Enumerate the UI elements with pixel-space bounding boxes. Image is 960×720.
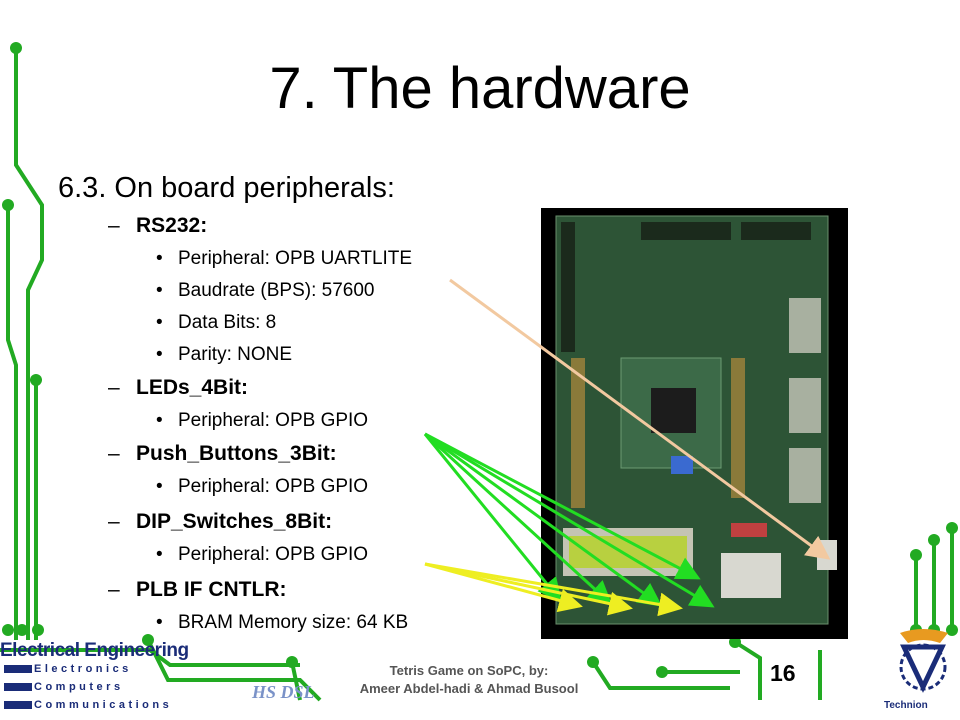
section-rs232: –RS232: [108, 214, 207, 238]
bullet-item: • Peripheral: OPB UARTLITE [156, 248, 412, 270]
section-heading: LEDs_4Bit: [136, 376, 249, 399]
dip-switch-arrows [424, 562, 683, 617]
dept-label: Electronics [34, 663, 132, 675]
section-heading: Push_Buttons_3Bit: [136, 442, 337, 465]
bullet-icon: • [156, 344, 163, 365]
bullet-text: Data Bits: 8 [178, 312, 277, 333]
bullet-text: Peripheral: OPB UARTLITE [178, 248, 413, 269]
bullet-icon: • [156, 544, 163, 565]
bullet-text: Peripheral: OPB GPIO [178, 410, 369, 431]
bullet-icon: • [156, 312, 163, 333]
bullet-text: Peripheral: OPB GPIO [178, 544, 369, 565]
bullet-item: • Parity: NONE [156, 344, 292, 366]
dept-communications: Communications [4, 699, 172, 711]
dash-marker: – [108, 214, 120, 237]
bullet-text: BRAM Memory size: 64 KB [178, 612, 409, 633]
rs232-arrow [449, 278, 831, 560]
dash-marker: – [108, 442, 120, 465]
bullet-text: Baudrate (BPS): 57600 [178, 280, 375, 301]
slide-number: 16 [770, 660, 796, 686]
bullet-icon: • [156, 280, 163, 301]
slide-subtitle: 6.3. On board peripherals: [58, 172, 395, 204]
dept-label: Computers [34, 681, 124, 693]
hs-dsl-logo: HS DSL [252, 682, 315, 702]
section-leds: –LEDs_4Bit: [108, 376, 248, 400]
bullet-icon: • [156, 248, 163, 269]
dash-marker: – [108, 510, 120, 533]
bullet-item: • Baudrate (BPS): 57600 [156, 280, 374, 302]
section-dip-switches: –DIP_Switches_8Bit: [108, 510, 332, 534]
bullet-icon: • [156, 410, 163, 431]
fpga-board-photo [541, 208, 848, 639]
section-heading: DIP_Switches_8Bit: [136, 510, 333, 533]
section-push-buttons: –Push_Buttons_3Bit: [108, 442, 337, 466]
section-plb-if: –PLB IF CNTLR: [108, 578, 286, 602]
dash-marker: – [108, 578, 120, 601]
electrical-engineering-logo-title: Electrical Engineering [0, 640, 189, 661]
bullet-text: Peripheral: OPB GPIO [178, 476, 369, 497]
dept-electronics: Electronics [4, 663, 132, 675]
bullet-item: • Peripheral: OPB GPIO [156, 544, 368, 566]
bullet-item: • Data Bits: 8 [156, 312, 276, 334]
bullet-text: Parity: NONE [178, 344, 293, 365]
led-button-arrows [423, 432, 715, 608]
footer-credits: Tetris Game on SoPC, by: Ameer Abdel-had… [338, 662, 600, 698]
technion-logo-label: Technion [884, 700, 928, 711]
footer-line-1: Tetris Game on SoPC, by: [389, 663, 549, 678]
bullet-item: • Peripheral: OPB GPIO [156, 476, 368, 498]
dept-computers: Computers [4, 681, 124, 693]
footer-line-2: Ameer Abdel-hadi & Ahmad Busool [359, 681, 579, 696]
bullet-item: • Peripheral: OPB GPIO [156, 410, 368, 432]
bullet-icon: • [156, 612, 163, 633]
slide-title: 7. The hardware [269, 56, 691, 121]
fpga-board-illustration [555, 215, 837, 625]
bullet-icon: • [156, 476, 163, 497]
section-heading: PLB IF CNTLR: [136, 578, 287, 601]
technion-logo-icon [899, 629, 948, 693]
section-heading: RS232: [136, 214, 208, 237]
bullet-item: • BRAM Memory size: 64 KB [156, 612, 408, 634]
dept-label: Communications [34, 699, 173, 711]
dash-marker: – [108, 376, 120, 399]
